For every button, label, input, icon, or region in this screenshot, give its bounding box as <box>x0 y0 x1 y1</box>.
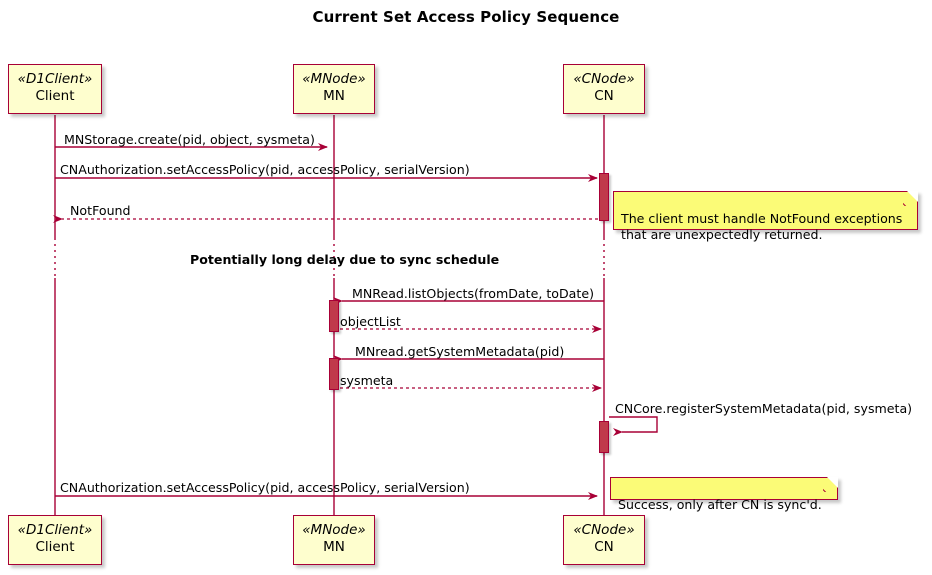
delay-divider-label: Potentially long delay due to sync sched… <box>190 252 500 267</box>
activation-bar-cn-1 <box>599 173 609 221</box>
note-success-sync: Success, only after CN is sync'd. <box>610 477 838 512</box>
participant-stereotype: «CNode» <box>573 522 635 538</box>
message-label-m8: CNCore.registerSystemMetadata(pid, sysme… <box>615 401 913 416</box>
message-label-m7: sysmeta <box>340 373 394 388</box>
note-fold-corner-icon <box>827 477 838 488</box>
message-label-m4: MNRead.listObjects(fromDate, toDate) <box>352 286 594 301</box>
message-label-m6: MNread.getSystemMetadata(pid) <box>355 344 565 359</box>
activation-bar-mn-2 <box>329 358 339 390</box>
message-label-m5: objectList <box>340 314 401 329</box>
note-text: The client must handle NotFound exceptio… <box>621 211 903 242</box>
participant-stereotype: «MNode» <box>302 71 366 87</box>
participant-name: CN <box>594 87 614 104</box>
participant-stereotype: «MNode» <box>302 522 366 538</box>
participant-stereotype: «D1Client» <box>17 71 93 87</box>
participant-mn-top[interactable]: «MNode» MN <box>293 64 375 114</box>
participant-mn-bottom[interactable]: «MNode» MN <box>293 515 375 565</box>
page-title: Current Set Access Policy Sequence <box>312 8 620 26</box>
message-label-m9: CNAuthorization.setAccessPolicy(pid, acc… <box>60 480 470 495</box>
message-label-m1: MNStorage.create(pid, object, sysmeta) <box>64 132 315 147</box>
participant-name: CN <box>594 538 614 555</box>
participant-cn-bottom[interactable]: «CNode» CN <box>563 515 645 565</box>
participant-name: MN <box>323 87 345 104</box>
participant-client-top[interactable]: «D1Client» Client <box>8 64 102 114</box>
participant-name: Client <box>35 538 75 555</box>
message-label-m3: NotFound <box>70 203 131 218</box>
participant-name: Client <box>35 87 75 104</box>
note-text: Success, only after CN is sync'd. <box>618 497 822 513</box>
participant-stereotype: «CNode» <box>573 71 635 87</box>
note-notfound-handling: The client must handle NotFound exceptio… <box>613 191 918 242</box>
activation-bar-mn-1 <box>329 300 339 332</box>
participant-stereotype: «D1Client» <box>17 522 93 538</box>
message-self-loop-m8 <box>609 416 658 436</box>
activation-bar-cn-2 <box>599 421 609 453</box>
participant-name: MN <box>323 538 345 555</box>
message-label-m2: CNAuthorization.setAccessPolicy(pid, acc… <box>60 162 470 177</box>
participant-cn-top[interactable]: «CNode» CN <box>563 64 645 114</box>
participant-client-bottom[interactable]: «D1Client» Client <box>8 515 102 565</box>
note-fold-corner-icon <box>907 191 918 202</box>
